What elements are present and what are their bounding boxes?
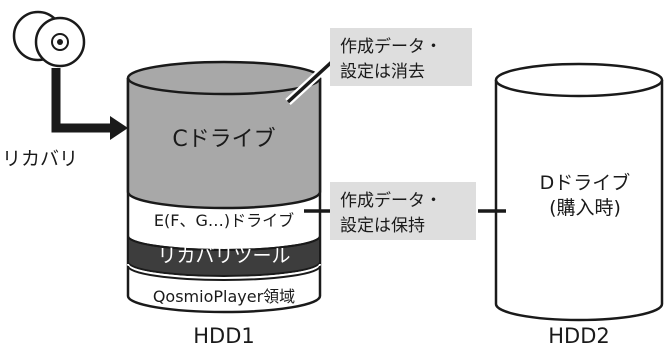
keep-callout-line1: 作成データ・ [340, 190, 442, 211]
e-drive-label: E(F、G…)ドライブ [154, 211, 294, 230]
recovery-label: リカバリ [2, 148, 78, 170]
keep-callout-line2: 設定は保持 [340, 216, 425, 236]
c-drive-label: Cドライブ [172, 127, 275, 152]
hdd1-cylinder [126, 60, 322, 314]
recovery-tool-label: リカバリツール [157, 245, 290, 267]
erase-callout-line-stroke [286, 56, 338, 104]
recovery-arrow [51, 68, 128, 140]
erase-callout-line1: 作成データ・ [340, 36, 442, 57]
hdd2-label: HDD2 [548, 324, 610, 348]
d-drive-label: Dドライブ [540, 171, 631, 194]
erase-callout-box [330, 28, 472, 86]
hdd2-cylinder [494, 62, 664, 322]
erase-callout-line2: 設定は消去 [340, 62, 425, 82]
disc-icon [12, 10, 86, 68]
keep-callout-box [330, 182, 476, 240]
qosmio-area-label: QosmioPlayer領域 [153, 287, 295, 306]
hdd1-label: HDD1 [193, 324, 255, 348]
d-drive-note: (購入時) [549, 197, 621, 219]
